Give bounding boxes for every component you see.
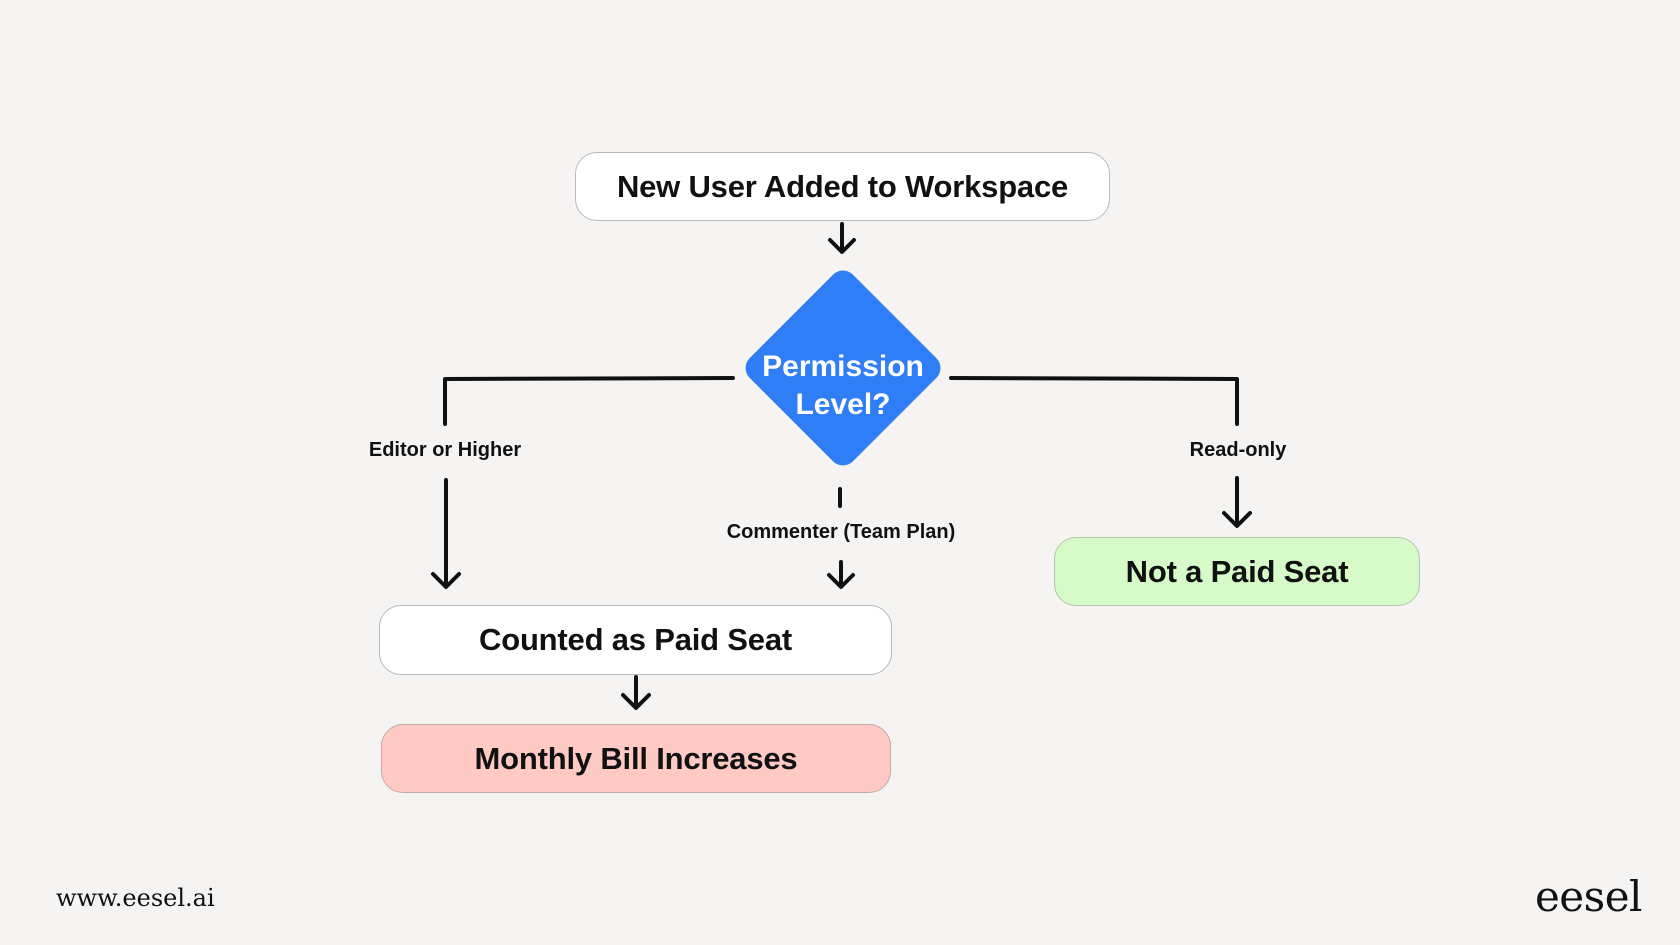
connector-decision-to-readonly: [949, 376, 1239, 426]
edge-label-readonly: Read-only: [1180, 439, 1296, 462]
bill-increase-node-label: Monthly Bill Increases: [474, 740, 798, 776]
arrowhead-editor-to-paid: [431, 572, 461, 589]
edge-label-editor: Editor or Higher: [364, 439, 526, 462]
decision-label-line1: Permission: [762, 350, 924, 383]
footer-logo: eesel: [1534, 872, 1643, 921]
arrowhead-start-to-decision: [828, 238, 856, 254]
paid-seat-node-label: Counted as Paid Seat: [479, 622, 792, 657]
start-node-label: New User Added to Workspace: [616, 168, 1069, 204]
decision-label: Permission Level?: [743, 348, 943, 424]
start-node: New User Added to Workspace: [575, 152, 1110, 221]
arrowhead-readonly-to-free: [1222, 511, 1252, 528]
paid-seat-node: Counted as Paid Seat: [379, 605, 892, 675]
edge-label-commenter: Commenter (Team Plan): [716, 521, 966, 544]
footer-url: www.eesel.ai: [56, 884, 215, 912]
not-paid-seat-node-label: Not a Paid Seat: [1125, 553, 1349, 589]
decision-diamond: [745, 270, 941, 466]
bill-increase-node: Monthly Bill Increases: [381, 724, 891, 793]
arrowhead-commenter-to-paid: [827, 573, 855, 589]
decision-label-line2: Level?: [795, 388, 891, 421]
not-paid-seat-node: Not a Paid Seat: [1054, 537, 1420, 606]
arrowhead-paid-to-bill: [621, 693, 651, 710]
connector-decision-to-editor: [443, 376, 735, 426]
